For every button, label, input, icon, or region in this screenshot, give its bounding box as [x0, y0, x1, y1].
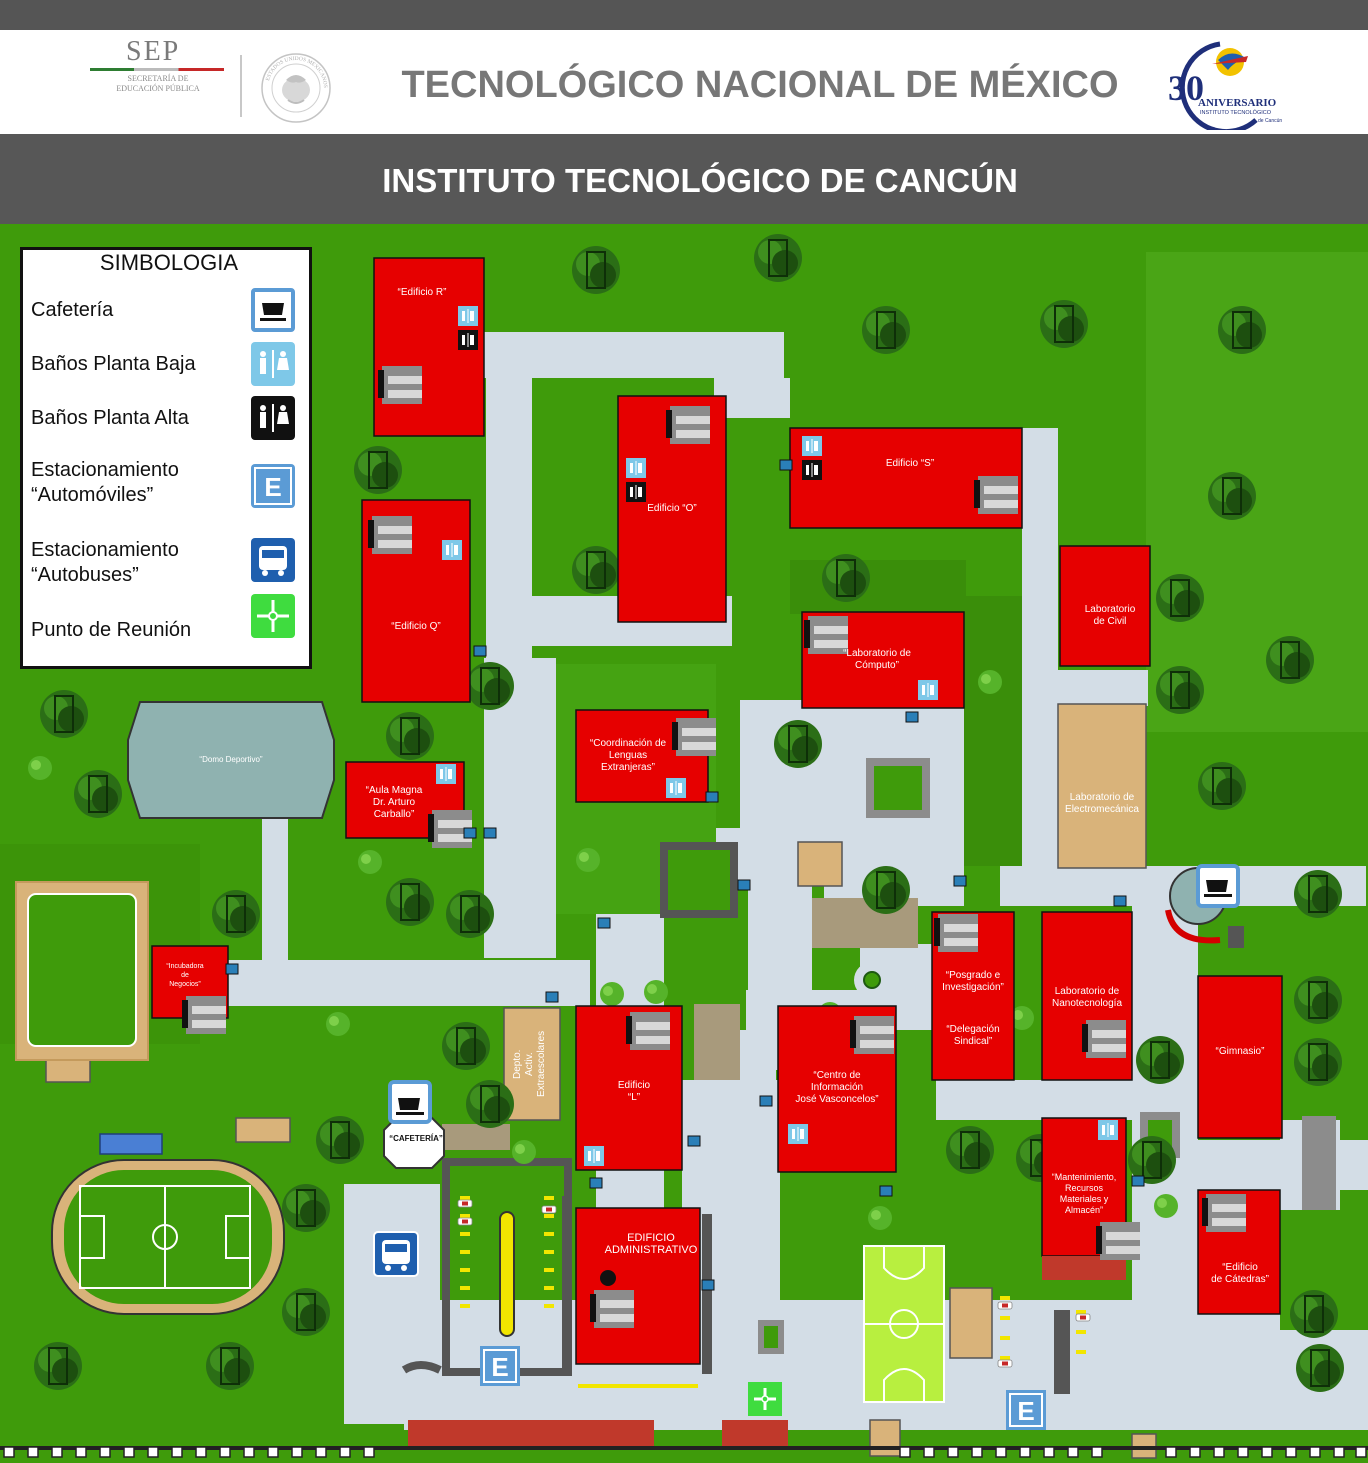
map-cafe-icon-1[interactable] — [388, 1080, 432, 1124]
page-title: TECNOLÓGICO NACIONAL DE MÉXICO — [401, 64, 1119, 106]
label-depto-extra: Depto. Activ. Extraescolares — [512, 1030, 547, 1098]
legend-panel: SIMBOLOGIA Cafetería Baños Planta Baja B… — [20, 247, 312, 669]
label-incubadora: “Incubadora de Negocios” — [166, 963, 204, 988]
label-delegacion: “Delegación Sindical” — [946, 1024, 1000, 1047]
label-lab-computo: “Laboratorio de Cómputo” — [843, 648, 911, 671]
label-edificio-r: “Edificio R” — [397, 287, 447, 298]
sep-logo-stripe — [90, 68, 224, 71]
label-edificio-q: “Edificio Q” — [391, 621, 441, 632]
label-aula-magna: “Aula Magna Dr. Arturo Carballo” — [365, 785, 423, 820]
legend-parking-icon: E — [251, 464, 295, 508]
sep-logo-word: SEP — [126, 36, 181, 67]
label-edificio-o: Edificio “O” — [647, 503, 697, 514]
building-lab-civil — [1059, 545, 1151, 667]
anniversary-line: INSTITUTO TECNOLÓGICO — [1200, 109, 1272, 116]
label-gimnasio: “Gimnasio” — [1215, 1046, 1265, 1057]
anniversary-logo: 30 ANIVERSARIO INSTITUTO TECNOLÓGICO de … — [1168, 41, 1282, 130]
legend-coffee-cup-icon — [251, 288, 295, 332]
legend-restroom-light-icon — [251, 342, 295, 386]
sep-logo: SEP SECRETARÍA DE EDUCACIÓN PÚBLICA — [88, 30, 238, 94]
label-cafeteria: “CAFETERÍA” — [389, 1134, 443, 1143]
top-bar — [0, 0, 1368, 30]
legend-label-punto-reunion: Punto de Reunión — [31, 619, 192, 641]
legend-restroom-dark-icon — [251, 396, 295, 440]
label-lab-civil: Laboratorio de Civil — [1084, 604, 1136, 627]
legend-label-cafeteria: Cafetería — [31, 299, 114, 321]
legend-label-banos-alta: Baños Planta Alta — [31, 407, 189, 429]
sep-subtitle-line2: EDUCACIÓN PÚBLICA — [116, 84, 200, 93]
map-parking-icon-2[interactable]: E — [1006, 1390, 1046, 1430]
label-mantenimiento: “Mantenimiento, Recursos Materiales y Al… — [1051, 1172, 1117, 1215]
svg-text:E: E — [491, 1352, 508, 1382]
building-gimnasio — [1197, 975, 1283, 1139]
anniversary-word: ANIVERSARIO — [1198, 97, 1277, 109]
legend-meeting-point-icon — [251, 594, 295, 638]
label-lenguas: “Coordinación de Lenguas Extranjeras” — [589, 738, 667, 773]
header — [0, 30, 1368, 134]
sep-logo-subtitle: SECRETARÍA DE EDUCACIÓN PÚBLICA — [108, 74, 208, 94]
building-centro-info — [777, 1005, 897, 1173]
legend-label-banos-baja: Baños Planta Baja — [31, 353, 196, 375]
legend-bus-icon — [251, 538, 295, 582]
logo-divider — [240, 55, 242, 117]
label-edificio-s: Edificio “S” — [885, 458, 935, 469]
mexico-seal-logo: ESTADOS UNIDOS MEXICANOS — [261, 53, 331, 123]
map-parking-icon-1[interactable]: E — [480, 1346, 520, 1386]
label-administrativo: EDIFICIO ADMINISTRATIVO — [604, 1232, 698, 1256]
label-catedras: “Edificio de Cátedras” — [1211, 1262, 1269, 1285]
label-lab-nano: Laboratorio de Nanotecnología — [1051, 986, 1123, 1009]
legend-title: SIMBOLOGIA — [99, 250, 239, 275]
institute-band — [0, 134, 1368, 224]
label-domo: “Domo Deportivo” — [199, 755, 263, 764]
anniversary-place: de Cancún — [1258, 118, 1282, 124]
svg-text:E: E — [264, 472, 281, 502]
label-posgrado: “Posgrado e Investigación” — [942, 970, 1004, 993]
map-bus-icon[interactable] — [373, 1231, 419, 1277]
label-edificio-l: Edificio “L” — [617, 1080, 651, 1103]
anniversary-number: 30 — [1168, 68, 1204, 108]
building-administrativo — [575, 1207, 701, 1365]
label-centro-info: “Centro de Información José Vasconcelos” — [795, 1070, 879, 1105]
map-cafe-icon-2[interactable] — [1196, 864, 1240, 908]
label-lab-electro: Laboratorio de Electromecánica — [1065, 792, 1139, 815]
svg-text:E: E — [1017, 1396, 1034, 1426]
map-meeting-point-icon[interactable] — [748, 1382, 782, 1416]
legend-label-est-buses: Estacionamiento “Autobuses” — [31, 539, 179, 586]
legend-label-est-autos: Estacionamiento “Automóviles” — [31, 459, 179, 506]
institute-title: INSTITUTO TECNOLÓGICO DE CANCÚN — [382, 162, 1018, 199]
sep-subtitle-line1: SECRETARÍA DE — [127, 74, 189, 83]
